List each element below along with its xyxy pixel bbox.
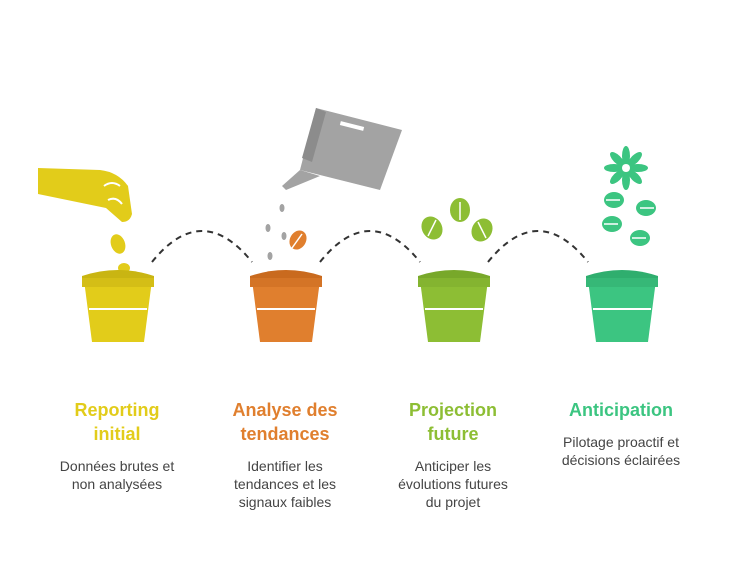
- leaf-veins: [604, 199, 654, 239]
- leaf-icon: [289, 230, 307, 250]
- connector-arrow-2: [319, 230, 421, 263]
- stage-description-1: Données brutes et non analysées: [59, 458, 175, 492]
- watering-can-icon: [282, 108, 402, 190]
- flower-icon: [604, 146, 648, 190]
- leaf-veins: [427, 202, 487, 239]
- stage-title-4: Anticipation: [569, 400, 673, 420]
- stage-description-2: Identifier les tendances et les signaux …: [234, 458, 336, 510]
- stage-title-2: Analyse des tendances: [232, 400, 338, 444]
- hand-dropping-seeds-icon: [38, 168, 132, 273]
- leaf-icon: [421, 198, 493, 242]
- stage-description-4: Pilotage proactif et décisions éclairées: [561, 434, 681, 468]
- flower-pot-icon: [418, 270, 490, 342]
- water-drops: [265, 204, 287, 260]
- flower-pot-icon: [82, 270, 154, 342]
- stage-description-3: Anticiper les évolutions futures du proj…: [398, 458, 508, 510]
- flower-pot-icon: [586, 270, 658, 342]
- flower-pot-icon: [250, 270, 322, 342]
- stage-title-3: Projection future: [408, 400, 497, 444]
- connector-arrow-3: [487, 230, 589, 263]
- connector-arrow-1: [151, 230, 253, 263]
- stage-title-1: Reporting initial: [74, 400, 160, 444]
